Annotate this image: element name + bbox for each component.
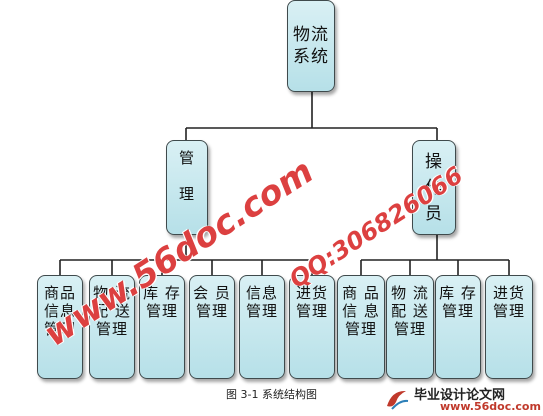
leaf-node: 物 流 配 送 管理 bbox=[89, 275, 135, 379]
leaf-node: 物 流 配 送 管理 bbox=[386, 275, 434, 379]
operator-node: 操 作 员 bbox=[412, 140, 456, 235]
leaf-node: 会 员 管理 bbox=[189, 275, 235, 379]
logo: 毕业设计论文网 www.56doc.com bbox=[380, 384, 541, 414]
leaf-node: 商品 信息 管理 bbox=[37, 275, 83, 379]
leaf-node: 商 品 信 息 管理 bbox=[337, 275, 385, 379]
logo-icon bbox=[387, 390, 409, 410]
logo-title: 毕业设计论文网 bbox=[414, 388, 506, 403]
root-node: 物流 系统 bbox=[287, 0, 335, 92]
leaf-node: 库 存 管理 bbox=[139, 275, 185, 379]
leaf-node: 进货 管理 bbox=[485, 275, 533, 379]
figure-caption: 图 3-1 系统结构图 bbox=[226, 388, 317, 401]
manager-node: 管 理 bbox=[166, 140, 208, 235]
leaf-node: 信息 管理 bbox=[239, 275, 285, 379]
logo-url: www.56doc.com bbox=[440, 400, 541, 413]
leaf-node: 进货 管理 bbox=[289, 275, 335, 379]
leaf-node: 库 存 管理 bbox=[435, 275, 481, 379]
